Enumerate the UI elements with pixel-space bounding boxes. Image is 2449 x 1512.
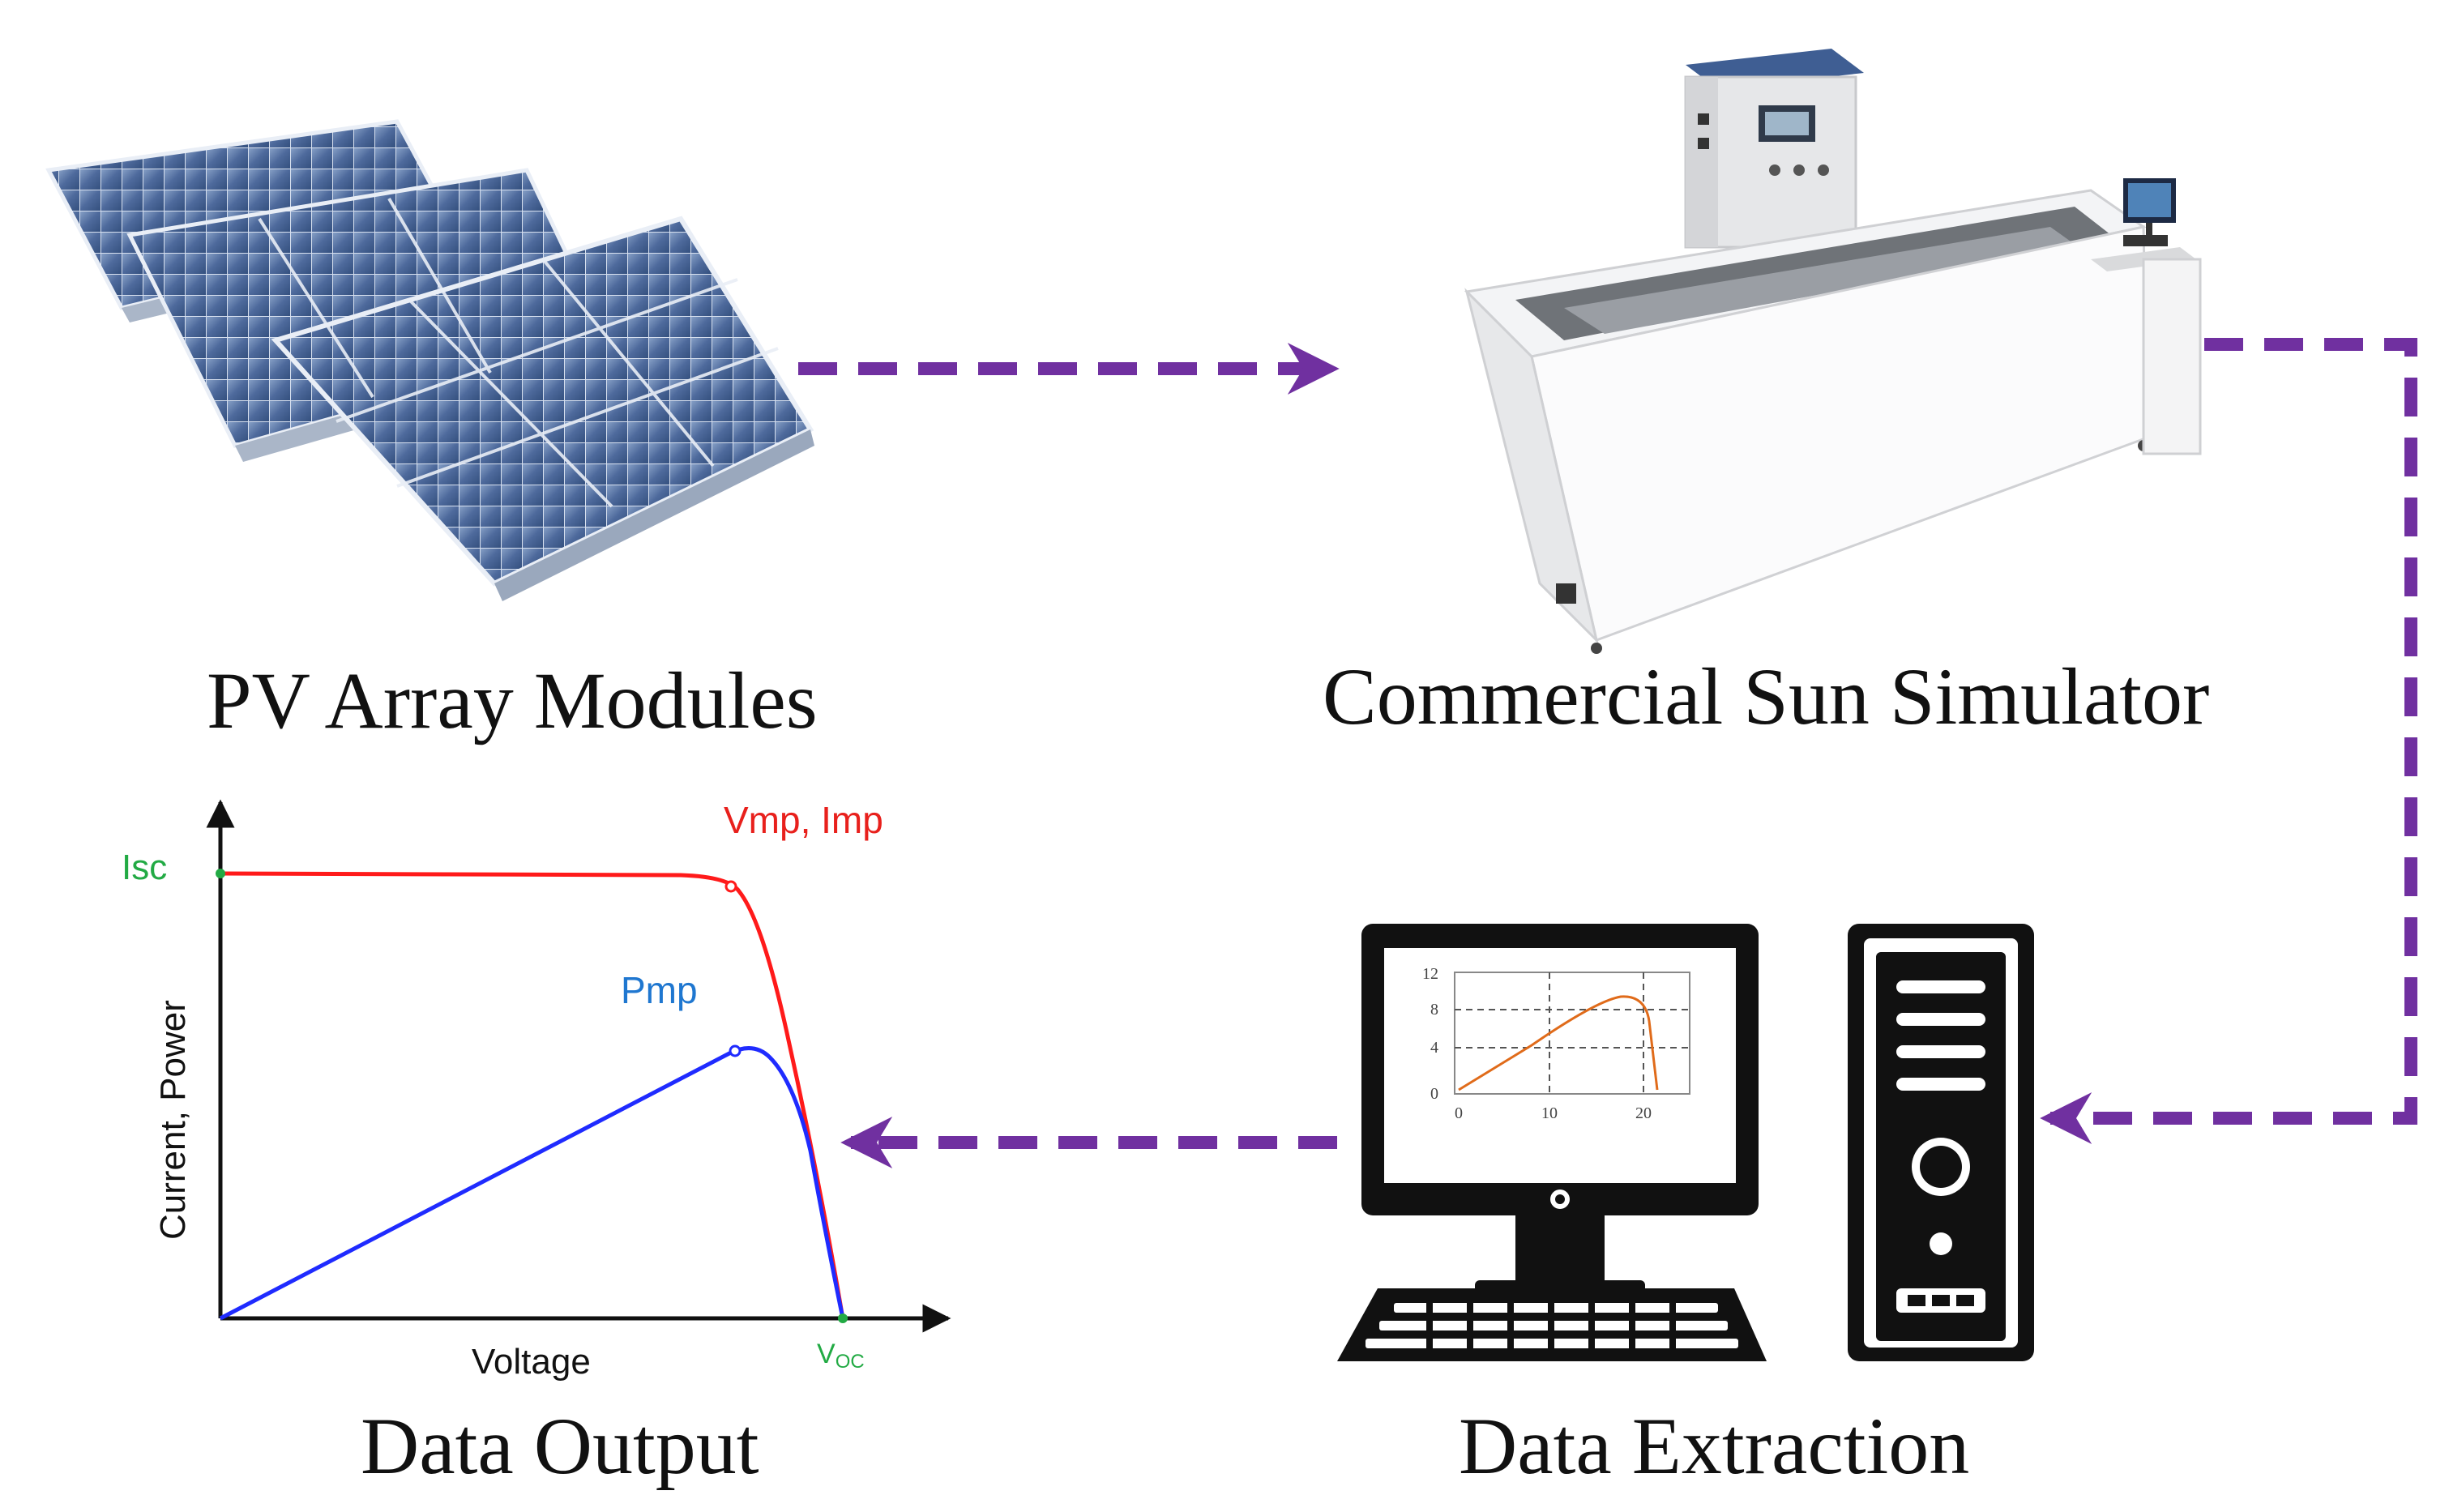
mini-x-tick-0: 0: [1455, 1104, 1463, 1122]
pv-array-illustration: [45, 119, 814, 601]
mpp-point: [724, 880, 737, 893]
mini-y-tick-12: 12: [1422, 965, 1438, 983]
keyboard: [1337, 1288, 1767, 1361]
pmp-label: Pmp: [621, 969, 698, 1011]
sun-simulator-illustration: [1464, 49, 2202, 654]
caption-data-extraction: Data Extraction: [1459, 1401, 1970, 1491]
mini-y-tick-4: 4: [1430, 1039, 1438, 1057]
mpp-label: Vmp, Imp: [724, 799, 883, 841]
computer-illustration: 12 8 4 0 0 10 20: [1337, 924, 2034, 1361]
monitor-mini-chart: 12 8 4 0 0 10 20: [1422, 965, 1690, 1122]
mini-y-tick-8: 8: [1430, 1001, 1438, 1019]
current-curve: [220, 871, 845, 1319]
operator-desk: [2091, 178, 2202, 455]
voc-label-sub: OC: [836, 1351, 865, 1373]
isc-point: [216, 869, 225, 878]
y-axis-label: Current, Power: [153, 1000, 193, 1240]
mini-x-tick-10: 10: [1541, 1104, 1558, 1122]
monitor-curve: [1458, 995, 1659, 1091]
isc-label: Isc: [122, 848, 167, 887]
mini-x-tick-20: 20: [1635, 1104, 1652, 1122]
voc-label-main: V: [817, 1339, 836, 1369]
power-curve: [219, 1046, 845, 1321]
voc-label: VOC: [817, 1339, 865, 1373]
iv-curve-chart: Isc Vmp, Imp Pmp Current, Power Voltage …: [122, 799, 951, 1382]
mini-y-tick-0: 0: [1430, 1085, 1438, 1103]
x-axis-label: Voltage: [472, 1342, 591, 1382]
pmp-point: [729, 1044, 742, 1057]
control-cabinet: [1684, 49, 1864, 249]
voc-point: [838, 1313, 848, 1323]
caption-pv-array-modules: PV Array Modules: [207, 656, 818, 745]
simulator-tank: [1464, 189, 2149, 654]
caption-sun-simulator: Commercial Sun Simulator: [1323, 651, 2210, 741]
caption-data-output: Data Output: [361, 1401, 759, 1491]
arrow-simulator-to-computer: [2040, 338, 2417, 1144]
pc-tower: [1848, 924, 2034, 1361]
